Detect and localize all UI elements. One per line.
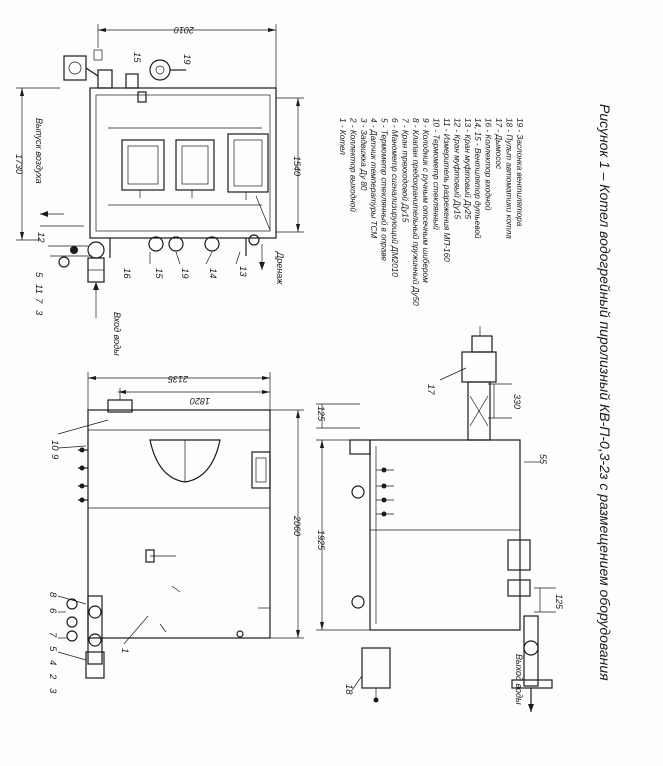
callout-10: 10 [49, 440, 60, 451]
legend-item: 16 - Коллектор входной [484, 118, 493, 211]
callout-15-top: 15 [131, 52, 142, 63]
callout-5: 5 [33, 272, 44, 278]
top-view-door-1 [121, 139, 165, 191]
callout-11: 11 [33, 284, 44, 294]
legend-item: 5 - Термометр стеклянный в оправе [380, 118, 389, 261]
dim-1820: 1820 [190, 396, 210, 406]
dim-125a: 125 [316, 406, 326, 422]
callout-2: 2 [47, 673, 58, 680]
callout-19: 19 [179, 268, 190, 279]
callout-15: 15 [153, 268, 164, 279]
legend-item: 12 - Кран муфтовый Ду15 [452, 118, 461, 219]
side-view: Выход воды 18 17 1925 125 330 55 125 [316, 326, 564, 712]
smoke-exhauster-17 [461, 351, 497, 383]
side-view-body [369, 439, 521, 631]
callout-4: 4 [47, 660, 58, 665]
dim-1540: 1540 [292, 156, 302, 176]
callout-12: 12 [35, 232, 46, 243]
dim-2060: 2060 [292, 515, 302, 536]
dim-330: 330 [512, 394, 522, 409]
dim-1730: 1730 [14, 154, 24, 174]
label-vypusk-vozduha: Выпуск воздуха [34, 118, 44, 184]
top-view-body [89, 87, 277, 239]
callout-7: 7 [33, 298, 44, 304]
callout-7b: 7 [47, 632, 58, 638]
figure-caption: Рисунок 1 – Котел водогрейный пиролизный… [597, 104, 613, 681]
legend-item: 19 - Заслонка вентилятора [515, 118, 524, 227]
label-drenazh: Дренаж [275, 251, 285, 285]
label-vhod-vody-top: Вход воды [112, 312, 122, 356]
callout-6: 6 [47, 608, 58, 614]
fan-15-top [149, 59, 171, 81]
legend-item: 18 - Пульт автоматики котла [504, 118, 513, 239]
callout-16: 16 [121, 268, 132, 279]
dim-125b: 125 [554, 594, 564, 610]
callout-3: 3 [33, 310, 44, 316]
legend-item: 17 - Дымосос [494, 118, 503, 169]
legend-item: 13 - Кран муфтовый Ду25 [463, 118, 472, 219]
callout-13: 13 [237, 266, 248, 277]
callout-3b: 3 [47, 688, 58, 694]
top-view: 2010 1730 1540 Выпуск воздуха Вход воды … [14, 24, 304, 356]
top-view-door-2 [175, 139, 215, 191]
callout-8: 8 [47, 592, 58, 598]
dim-1925: 1925 [316, 530, 326, 551]
legend-item: 2 - Коллектор выходной [348, 117, 357, 212]
legend-item: 1 - Котел [338, 118, 347, 155]
valve-assembly-top [63, 55, 87, 81]
legend-item: 8 - Клапан предохранительный пружинный Д… [411, 118, 420, 306]
outlet-valve-front [85, 651, 105, 679]
callout-18: 18 [343, 684, 354, 695]
legend-item: 11 - Измеритель разрежения МП-160 [442, 118, 451, 262]
legend-item: 14, 15 - Вентилятор дутьевой [473, 118, 482, 239]
callout-9: 9 [49, 454, 60, 460]
callout-19-top: 19 [181, 54, 192, 65]
front-view-body [87, 409, 271, 639]
legend-item: 4 - Датчик температуры ТСМ [369, 118, 378, 238]
front-view: 2135 1820 2060 10 9 8 6 7 5 4 2 3 1 [47, 372, 304, 694]
callout-14: 14 [207, 268, 218, 279]
legend-item: 6 - Манометр сигнализирующий ДМ2010 [390, 118, 399, 277]
legend-item: 10 - Термометр стеклянный [432, 118, 441, 230]
control-panel-18 [361, 647, 391, 689]
legend-item: 3 - Задвижка Ду 80 [359, 118, 368, 191]
dim-2135: 2135 [167, 374, 189, 384]
dim-2010: 2010 [174, 25, 195, 35]
top-view-door-3 [227, 133, 269, 193]
callout-5b: 5 [47, 646, 58, 652]
callout-17: 17 [425, 384, 436, 395]
legend-item: 9 - Колодник с ручным отсечным шибером [421, 118, 430, 283]
dim-55: 55 [538, 454, 548, 465]
legend-item: 7 - Кран трехходовой Ду15 [400, 118, 409, 223]
label-vyhod-vody: Выход воды [514, 654, 524, 705]
callout-1: 1 [119, 648, 130, 653]
